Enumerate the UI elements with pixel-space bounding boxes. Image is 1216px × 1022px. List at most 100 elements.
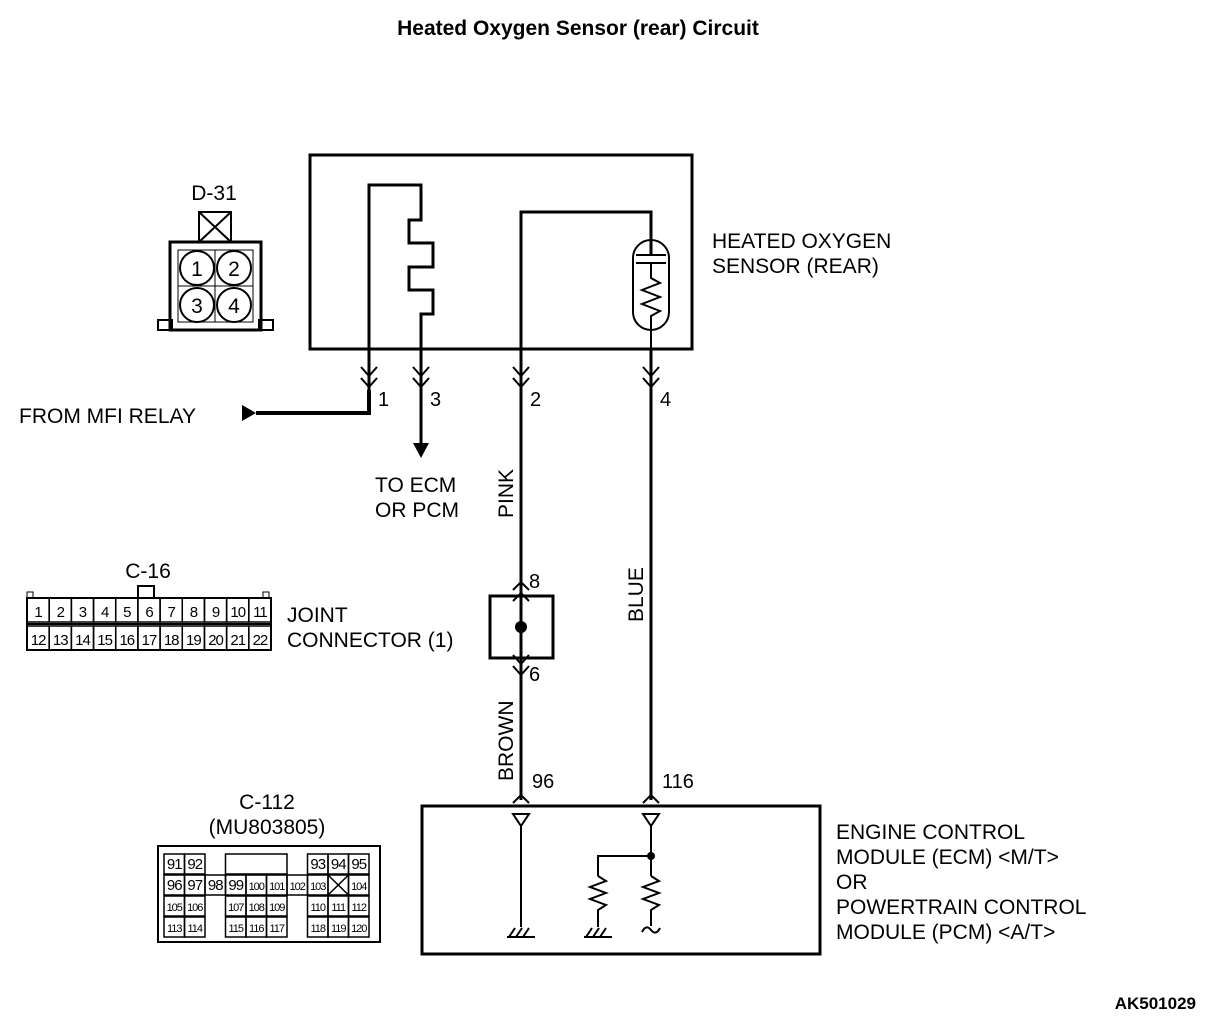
cavity-number: 16 xyxy=(119,632,134,649)
cavity-number: 106 xyxy=(187,902,203,914)
splice-dot xyxy=(515,621,527,633)
cavity-cell xyxy=(347,853,370,875)
ground-icon xyxy=(507,927,535,938)
connector-c16-name: C-16 xyxy=(125,560,171,583)
cavity-number: 12 xyxy=(31,632,46,649)
cavity-number: 102 xyxy=(290,881,306,893)
sensor-pin-1: 1 xyxy=(378,389,389,411)
cavity-number: 105 xyxy=(167,902,183,914)
cavity-number: 100 xyxy=(249,881,265,893)
connector-c112-name: C-112 xyxy=(239,791,295,814)
wire-color-pink: PINK xyxy=(495,469,518,518)
cavity-number: 101 xyxy=(269,881,285,893)
blocked-cavity-icon xyxy=(327,874,350,896)
cavity-number: 117 xyxy=(269,923,284,935)
connector-pin-icon xyxy=(642,366,660,389)
cavity-number: 3 xyxy=(79,604,87,621)
ecm-housing xyxy=(420,804,822,956)
d31-cavity-3: 3 xyxy=(191,295,203,318)
d31-cavity-4: 4 xyxy=(228,295,240,318)
cavity-number: 111 xyxy=(331,902,346,914)
cavity-number: 99 xyxy=(228,877,243,894)
connector-pin-icon xyxy=(512,366,530,389)
cavity-number: 120 xyxy=(351,923,367,935)
cavity-number: 116 xyxy=(249,923,264,935)
connector-pin-icon xyxy=(412,366,430,389)
connector-d31-name: D-31 xyxy=(191,182,237,205)
wire-pin3: 3 TO ECM OR PCM xyxy=(375,349,459,522)
cavity-number: 8 xyxy=(190,604,198,621)
sensor-label-line2: SENSOR (REAR) xyxy=(712,255,879,278)
cavity-number: 110 xyxy=(310,902,325,914)
cavity-cell xyxy=(265,895,288,917)
resistor-icon xyxy=(587,875,609,927)
sensor-pin-4: 4 xyxy=(660,389,671,411)
cavity-number: 10 xyxy=(230,604,245,621)
d31-cavity-2: 2 xyxy=(228,258,240,281)
sensor-pin-2: 2 xyxy=(530,389,541,411)
connector-d31: D-31 1 2 3 4 xyxy=(157,182,274,332)
ecm-label-line1: ENGINE CONTROL xyxy=(836,821,1025,844)
wire-color-blue: BLUE xyxy=(625,567,648,622)
arrow-down-icon xyxy=(413,443,429,458)
heated-oxygen-sensor: HEATED OXYGEN SENSOR (REAR) xyxy=(308,153,891,351)
cavity-cell xyxy=(183,895,206,917)
ecm-label-line4: POWERTRAIN CONTROL xyxy=(836,896,1086,919)
ecm-pin-96: 96 xyxy=(532,771,554,793)
ground-icon xyxy=(584,927,612,938)
connector-pin-icon xyxy=(512,654,530,677)
cavity-number: 5 xyxy=(123,604,131,621)
terminal-icon xyxy=(511,813,531,828)
cavity-cell xyxy=(183,853,206,875)
joint-connector-label-line2: CONNECTOR (1) xyxy=(287,629,453,652)
cavity-number: 9 xyxy=(212,604,220,621)
cavity-number: 2 xyxy=(57,604,65,621)
connector-pin-icon xyxy=(360,366,378,389)
heater-element-icon xyxy=(367,183,435,349)
cavity-number: 7 xyxy=(168,604,176,621)
ecm-label-line5: MODULE (PCM) <A/T> xyxy=(836,921,1055,944)
cavity-number: 97 xyxy=(187,877,202,894)
joint-pin-8: 8 xyxy=(529,571,540,593)
cavity-number: 11 xyxy=(253,604,267,621)
cavity-number: 13 xyxy=(53,632,68,649)
sensor-housing xyxy=(308,153,694,351)
cavity-number: 92 xyxy=(187,856,202,873)
cavity-cell xyxy=(248,625,272,651)
cavity-number: 95 xyxy=(351,856,366,873)
cavity-number: 1 xyxy=(34,604,42,621)
engine-control-module: ENGINE CONTROL MODULE (ECM) <M/T> OR POW… xyxy=(420,804,1086,956)
wire-pin1: 1 FROM MFI RELAY xyxy=(19,349,389,428)
cavity-number: 114 xyxy=(187,923,202,935)
cavity-number: 104 xyxy=(351,881,367,893)
cavity-number: 109 xyxy=(269,902,285,914)
figure-code: AK501029 xyxy=(1115,994,1196,1013)
d31-cavity-1: 1 xyxy=(191,258,203,281)
connector-pin-icon xyxy=(512,580,530,602)
ecm-label-line2: MODULE (ECM) <M/T> xyxy=(836,846,1059,869)
splice-dot xyxy=(647,852,655,860)
cavity-number: 22 xyxy=(253,632,268,649)
wire-color-brown: BROWN xyxy=(495,701,518,782)
cavity-number: 96 xyxy=(167,877,182,894)
cavity-cell xyxy=(347,874,370,896)
cavity-number: 118 xyxy=(310,923,325,935)
sensor-label-line1: HEATED OXYGEN xyxy=(712,230,891,253)
cavity-cell xyxy=(183,916,206,938)
cavity-number: 113 xyxy=(167,923,182,935)
cavity-number: 19 xyxy=(186,632,201,649)
cavity-cell xyxy=(347,895,370,917)
cavity-cell xyxy=(224,853,288,875)
sensor-pin-3: 3 xyxy=(430,389,441,411)
sensor-signal-icon xyxy=(641,926,661,934)
connector-pin-icon xyxy=(512,793,530,804)
wire-pin2: 2 PINK 8 6 BROWN 96 xyxy=(488,349,555,804)
cavity-number: 108 xyxy=(249,902,265,914)
cavity-number: 6 xyxy=(145,604,153,621)
diagram-title: Heated Oxygen Sensor (rear) Circuit xyxy=(397,17,759,40)
cavity-number: 107 xyxy=(228,902,244,914)
connector-c112-part: (MU803805) xyxy=(209,816,326,839)
connector-pin-icon xyxy=(642,793,660,804)
